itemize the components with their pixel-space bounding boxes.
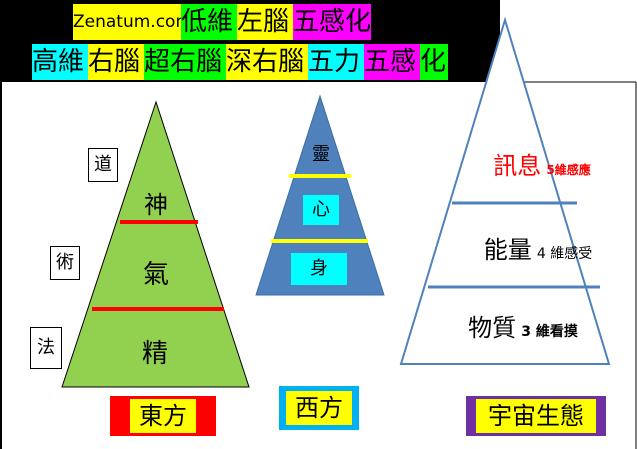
banner-row1-segment: Zenatum.com — [73, 4, 192, 40]
banner-row1-segment: 五感化 — [293, 4, 371, 40]
universe-energy-sub: 4 維感受 — [536, 246, 593, 262]
banner-row1-segment: 低維 — [181, 4, 237, 40]
east-level-jing: 精 — [141, 339, 168, 369]
banner-row2-segment: 五感 — [364, 44, 420, 80]
west-level-xin: 心 — [303, 195, 339, 225]
universe-pyramid — [399, 16, 611, 365]
universe-info-main: 訊息 — [493, 152, 542, 180]
east-level-shen: 神 — [144, 191, 168, 219]
universe-matter-sub: 3 維看摸 — [521, 324, 578, 340]
universe-matter-main: 物質 — [468, 314, 517, 342]
banner-row2-segment: 高維 — [32, 44, 88, 80]
universe-level-matter: 物質 3 維看摸 — [448, 308, 598, 343]
east-side-label-fa: 法 — [30, 327, 62, 369]
west-caption-box: 西方 — [279, 386, 359, 430]
banner-row2-segment: 深右腦 — [226, 44, 308, 80]
east-caption-box: 東方 — [110, 396, 216, 436]
banner-row2-segment: 超右腦 — [144, 44, 226, 80]
universe-level-info: 訊息 5維感應 — [472, 146, 612, 181]
east-level-qi: 氣 — [142, 260, 169, 290]
east-caption: 東方 — [130, 399, 196, 433]
east-pyramid — [61, 100, 250, 388]
universe-caption: 宇宙生態 — [476, 399, 596, 433]
east-side-label-dao: 道 — [88, 148, 118, 182]
banner-row1-segment: 左腦 — [237, 4, 293, 40]
universe-info-sub: 5維感應 — [546, 163, 591, 177]
universe-caption-box: 宇宙生態 — [466, 396, 606, 436]
universe-level-energy: 能量 4 維感受 — [463, 230, 613, 265]
banner-row2-segment: 化 — [420, 44, 448, 80]
banner-row2-segment: 五力 — [308, 44, 364, 80]
banner-row2-segment: 右腦 — [88, 44, 144, 80]
west-caption: 西方 — [286, 391, 352, 425]
west-level-ling: 靈 — [312, 144, 330, 165]
universe-energy-main: 能量 — [483, 236, 532, 264]
east-side-label-shu: 術 — [50, 246, 80, 280]
west-level-shen: 身 — [291, 253, 347, 285]
